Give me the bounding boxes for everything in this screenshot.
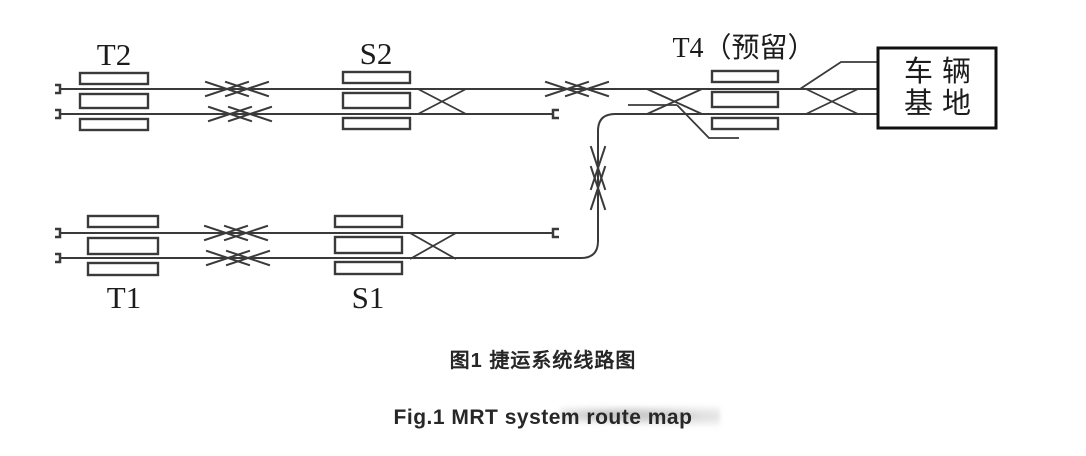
platform	[333, 260, 404, 276]
platform	[710, 90, 780, 109]
crossover-before-depot	[805, 88, 859, 115]
depot-label-line2: 基地	[904, 87, 980, 120]
platform	[341, 116, 412, 131]
caption-english: Fig.1 MRT system route map	[393, 406, 693, 429]
platform	[78, 71, 150, 86]
mrt-route-map-svg: T2 S2 T4（预留） T1 S1	[55, 32, 998, 315]
station-S2: S2	[341, 36, 412, 131]
depot-access-track	[799, 61, 878, 90]
crossover-symbols	[204, 81, 609, 266]
tracks	[60, 88, 878, 259]
station-T1: T1	[86, 214, 160, 315]
station-S1: S1	[333, 214, 404, 315]
track-end-marker	[551, 108, 559, 120]
depot-label-line1: 车辆	[904, 55, 980, 88]
vehicle-depot: 车辆 基地	[876, 46, 998, 130]
station-label-S2: S2	[360, 36, 393, 71]
track-end-marker	[55, 252, 62, 264]
track-end-markers	[55, 83, 559, 264]
crossover-after-S1	[409, 232, 457, 260]
platform	[341, 91, 412, 110]
platform	[333, 235, 404, 255]
station-T4: T4（预留）	[672, 32, 816, 131]
track-lower-line-2-and-connector	[60, 113, 878, 259]
station-label-S1: S1	[352, 280, 385, 315]
platform	[710, 69, 780, 84]
track-end-marker	[55, 83, 62, 95]
platform	[710, 116, 780, 131]
depot-box	[876, 46, 998, 130]
station-label-T1: T1	[107, 280, 141, 315]
watermark-smudge	[560, 403, 720, 427]
siding-spur-track	[676, 104, 739, 139]
platform	[86, 261, 160, 277]
track-end-marker	[551, 227, 559, 239]
platform	[86, 214, 160, 229]
platform	[78, 92, 150, 110]
platform	[341, 70, 412, 85]
track-end-marker	[55, 108, 62, 120]
caption-chinese: 图1 捷运系统线路图	[449, 350, 637, 372]
station-T2: T2	[78, 37, 150, 132]
platform	[86, 236, 160, 256]
diagonal-crossovers	[409, 61, 878, 260]
station-label-T4: T4（预留）	[672, 32, 815, 64]
platform	[333, 214, 404, 229]
platform	[78, 117, 150, 132]
track-end-marker	[55, 227, 62, 239]
station-label-T2: T2	[97, 37, 131, 72]
crossover-after-S2	[417, 88, 467, 115]
crossover-before-T4	[646, 88, 703, 115]
